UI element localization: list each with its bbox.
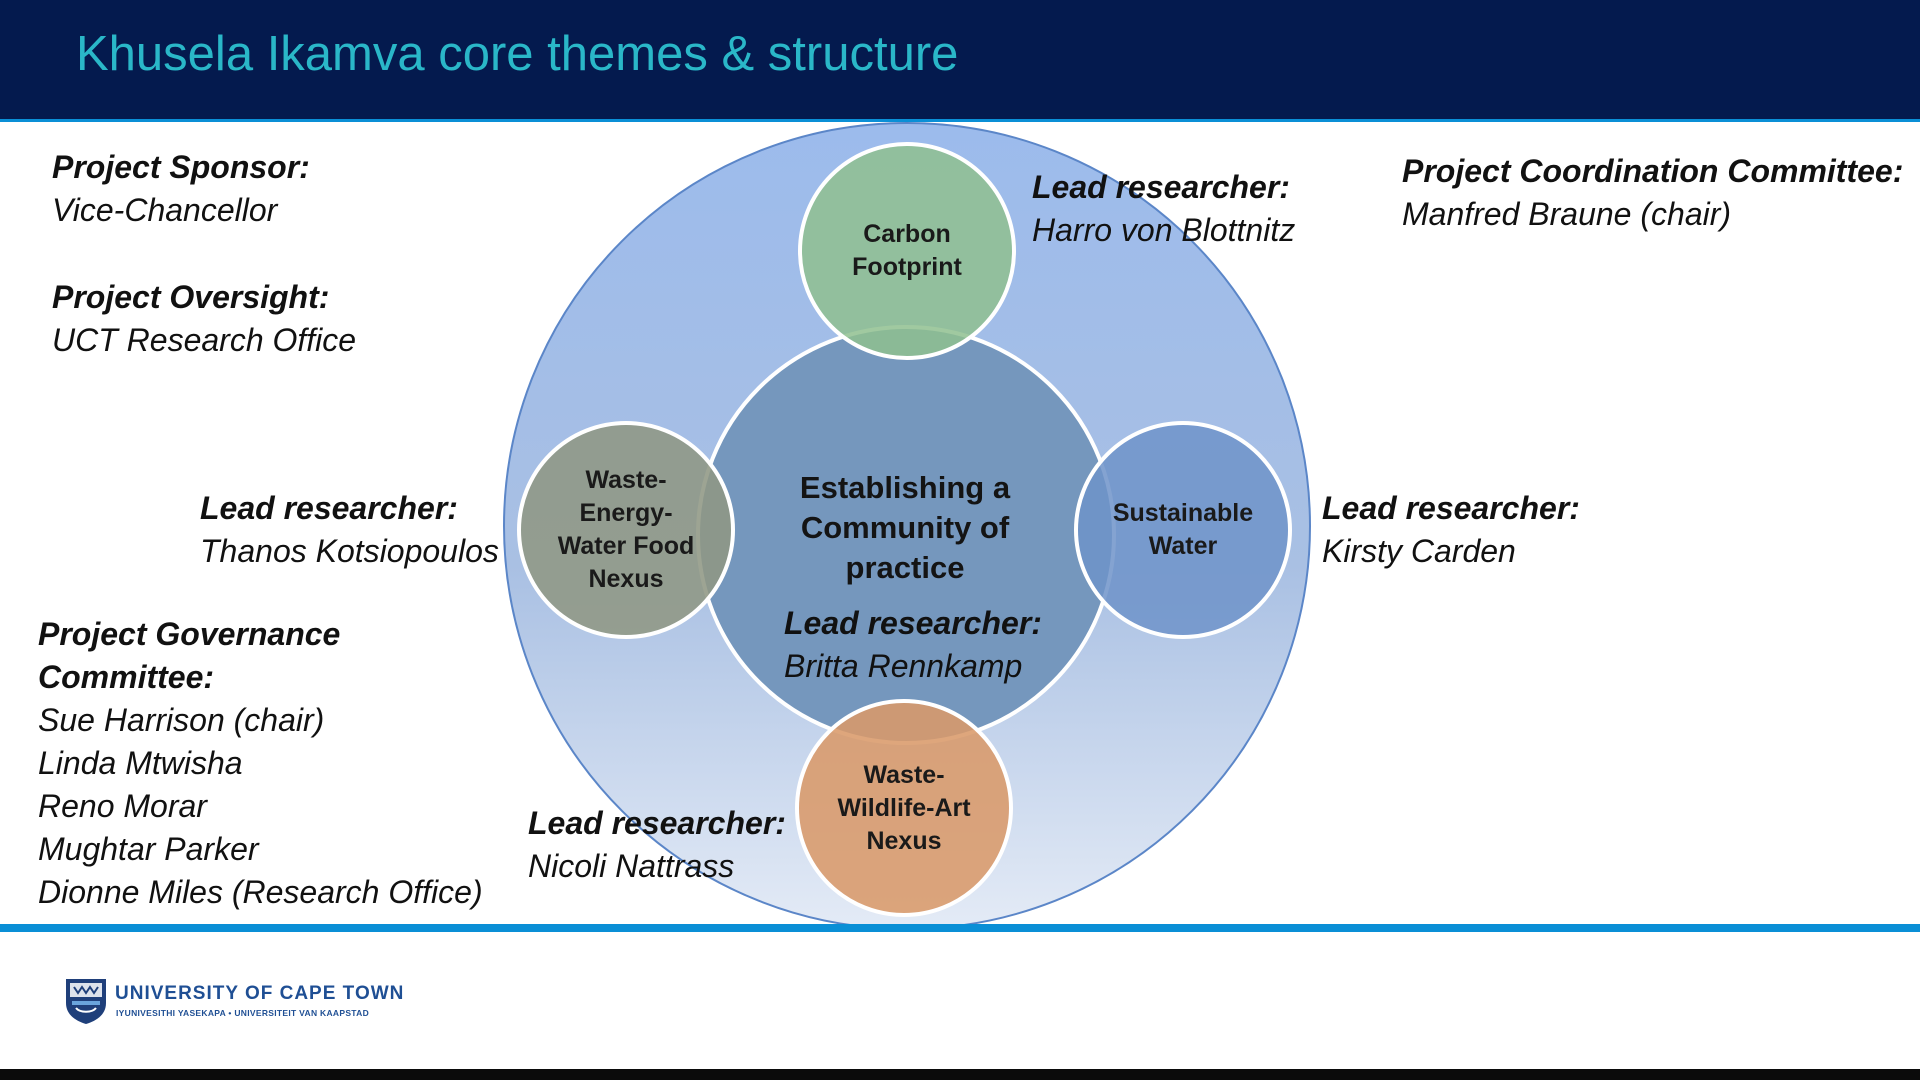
wewf-circle-label: Waste- Energy- Water Food Nexus: [557, 466, 695, 593]
wewf-lead: Lead researcher: Thanos Kotsiopoulos: [200, 490, 499, 569]
project-coordination-committee: Project Coordination Committee: Manfred …: [1402, 153, 1904, 232]
carbon-circle-label: Carbon Footprint: [852, 220, 962, 281]
page-title: Khusela Ikamva core themes & structure: [76, 27, 959, 81]
wewf-circle: [517, 421, 735, 639]
water-circle-label: Sustainable Water: [1112, 499, 1254, 560]
wwa-lead: Lead researcher: Nicoli Nattrass: [528, 805, 786, 884]
carbon-lead: Lead researcher: Harro von Blottnitz: [1032, 169, 1296, 248]
university-name: UNIVERSITY OF CAPE TOWN: [115, 983, 405, 1004]
project-oversight: Project Oversight: UCT Research Office: [52, 279, 357, 358]
center-lead: Lead researcher: Britta Rennkamp: [784, 605, 1042, 684]
project-governance-committee: Project Governance Committee: Sue Harris…: [38, 616, 483, 910]
water-circle: [1074, 421, 1292, 639]
uct-crest-logo: [66, 979, 106, 1024]
water-lead: Lead researcher: Kirsty Carden: [1322, 490, 1580, 569]
university-subtitle: IYUNIVESITHI YASEKAPA • UNIVERSITEIT VAN…: [116, 1008, 370, 1018]
wwa-circle-label: Waste- Wildlife-Art Nexus: [837, 760, 971, 855]
header-bar: Khusela Ikamva core themes & structure: [0, 0, 1920, 122]
project-sponsor: Project Sponsor: Vice-Chancellor: [52, 149, 310, 228]
footer-divider: [0, 924, 1920, 932]
center-circle-title: Establishing a Community of practice: [799, 470, 1011, 585]
wwa-circle: [795, 699, 1013, 917]
carbon-circle: [798, 142, 1016, 360]
bottom-bar: [0, 1069, 1920, 1080]
